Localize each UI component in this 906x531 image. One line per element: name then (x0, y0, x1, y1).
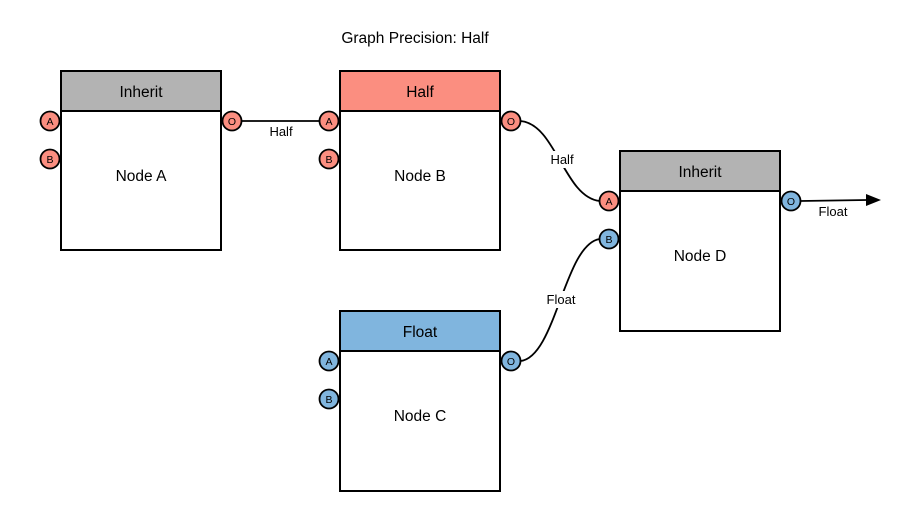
graph-title: Graph Precision: Half (341, 30, 489, 47)
node-a-port-b-circle[interactable] (39, 148, 61, 170)
node-c-port-o-label: O (507, 356, 515, 368)
node-a-name: Node A (116, 168, 168, 185)
node-a[interactable]: Inherit Node A A B O (39, 70, 243, 251)
node-a-header-label: Inherit (119, 84, 163, 101)
node-b-port-o-circle[interactable] (500, 110, 522, 132)
edge-nodea-to-nodeb[interactable]: Half (241, 120, 320, 139)
node-a-port-a[interactable]: A (39, 110, 61, 132)
node-a-header[interactable] (60, 70, 222, 112)
edge-nodec-to-noded-label-bg (540, 291, 582, 308)
node-c-header-label: Float (403, 324, 438, 341)
node-a-port-a-label: A (46, 116, 53, 128)
node-b-header[interactable] (339, 70, 501, 112)
node-a-port-o-circle[interactable] (221, 110, 243, 132)
node-c-port-a-label: A (325, 356, 332, 368)
node-d-port-o-label: O (787, 196, 795, 208)
edge-noded-output[interactable]: Float (800, 194, 882, 219)
node-d-port-a-circle[interactable] (598, 190, 620, 212)
node-c-port-o[interactable]: O (500, 350, 522, 372)
node-d-header-label: Inherit (678, 164, 722, 181)
node-c[interactable]: Float Node C A B O (318, 310, 522, 492)
node-b-port-a[interactable]: A (318, 110, 340, 132)
edge-noded-output-label: Float (819, 204, 848, 219)
node-d-port-b-label: B (605, 234, 612, 246)
node-c-port-b-label: B (325, 394, 332, 406)
node-d[interactable]: Inherit Node D A B O (598, 150, 802, 332)
edge-nodec-to-noded-label: Float (547, 292, 576, 307)
node-a-port-b[interactable]: B (39, 148, 61, 170)
node-c-port-b-circle[interactable] (318, 388, 340, 410)
edge-nodea-to-nodeb-label: Half (269, 124, 293, 139)
node-b-port-b-circle[interactable] (318, 148, 340, 170)
node-d-header[interactable] (619, 150, 781, 192)
output-arrowhead (866, 194, 881, 206)
node-b-port-b-label: B (325, 154, 332, 166)
node-b-name: Node B (394, 168, 446, 185)
node-a-port-b-label: B (46, 154, 53, 166)
node-b-port-a-label: A (325, 116, 332, 128)
edge-nodeb-to-noded-label-bg (544, 151, 581, 168)
node-b-port-b[interactable]: B (318, 148, 340, 170)
node-c-port-a[interactable]: A (318, 350, 340, 372)
node-a-port-o-label: O (228, 116, 236, 128)
node-a-port-a-circle[interactable] (39, 110, 61, 132)
edge-noded-output-wire[interactable] (800, 199, 868, 202)
node-d-port-o-circle[interactable] (780, 190, 802, 212)
node-d-name: Node D (674, 248, 727, 265)
edge-nodec-to-noded[interactable]: Float (520, 238, 600, 362)
node-c-port-a-circle[interactable] (318, 350, 340, 372)
node-d-port-b[interactable]: B (598, 228, 620, 250)
node-c-name: Node C (394, 408, 447, 425)
node-d-port-b-circle[interactable] (598, 228, 620, 250)
edge-nodeb-to-noded[interactable]: Half (520, 120, 600, 202)
edge-nodeb-to-noded-label: Half (550, 152, 574, 167)
node-b[interactable]: Half Node B A B O (318, 70, 522, 251)
node-a-port-o[interactable]: O (221, 110, 243, 132)
node-c-port-b[interactable]: B (318, 388, 340, 410)
node-b-header-label: Half (406, 84, 434, 101)
node-c-port-o-circle[interactable] (500, 350, 522, 372)
node-b-port-a-circle[interactable] (318, 110, 340, 132)
node-d-port-a[interactable]: A (598, 190, 620, 212)
node-b-port-o[interactable]: O (500, 110, 522, 132)
node-b-port-o-label: O (507, 116, 515, 128)
node-d-port-a-label: A (605, 196, 612, 208)
node-c-header[interactable] (339, 310, 501, 352)
node-d-port-o[interactable]: O (780, 190, 802, 212)
